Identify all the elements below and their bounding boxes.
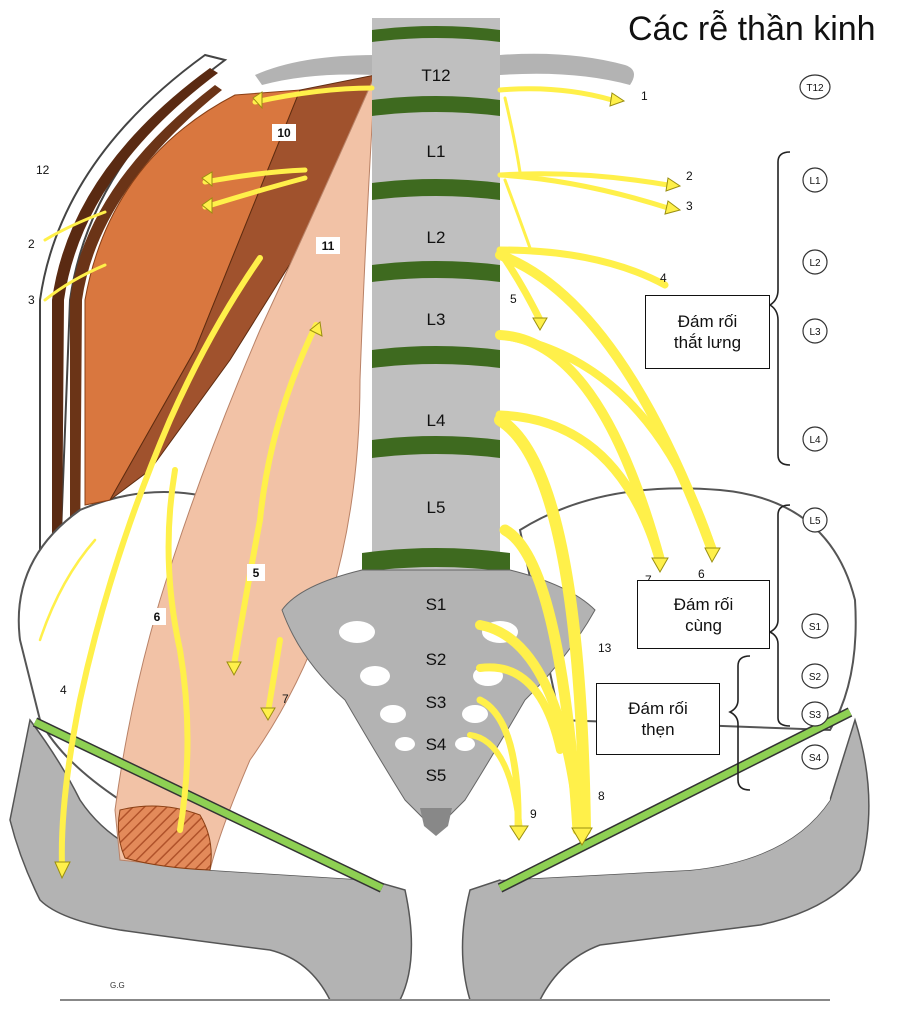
label-l1: L1 [427, 142, 446, 161]
svg-text:9: 9 [530, 807, 537, 821]
svg-text:L3: L3 [809, 327, 821, 338]
lumbar-plexus-line1: Đám rối [678, 311, 738, 332]
label-s3: S3 [426, 693, 447, 712]
label-s2: S2 [426, 650, 447, 669]
label-l3: L3 [427, 310, 446, 329]
svg-text:12: 12 [36, 163, 50, 177]
svg-text:S3: S3 [809, 710, 822, 721]
label-l2: L2 [427, 228, 446, 247]
signature-mark: G.G [110, 981, 125, 990]
svg-text:2: 2 [686, 169, 693, 183]
coccyx [420, 808, 452, 836]
svg-text:3: 3 [686, 199, 693, 213]
label-s1: S1 [426, 595, 447, 614]
svg-text:8: 8 [598, 789, 605, 803]
label-s4: S4 [426, 735, 447, 754]
svg-text:7: 7 [282, 692, 289, 706]
label-l4: L4 [427, 411, 446, 430]
sacral-plexus-line2: cùng [685, 615, 722, 636]
twelfth-rib-right [500, 54, 634, 85]
svg-text:S2: S2 [809, 672, 822, 683]
svg-text:T12: T12 [806, 83, 824, 94]
svg-text:3: 3 [28, 293, 35, 307]
svg-text:L2: L2 [809, 258, 821, 269]
svg-text:1: 1 [641, 89, 648, 103]
psoas-tendon-hatched [118, 806, 211, 870]
svg-text:L1: L1 [809, 176, 821, 187]
svg-text:L5: L5 [809, 516, 821, 527]
svg-text:4: 4 [60, 683, 67, 697]
pudendal-plexus-line1: Đám rối [628, 698, 688, 719]
svg-text:6: 6 [698, 567, 705, 581]
label-s5: S5 [426, 766, 447, 785]
svg-text:13: 13 [598, 641, 612, 655]
svg-text:4: 4 [660, 271, 667, 285]
svg-text:6: 6 [154, 610, 161, 624]
label-t12: T12 [421, 66, 450, 85]
vertebral-column [362, 18, 510, 578]
svg-text:10: 10 [277, 126, 291, 140]
lumbar-plexus-label: Đám rối thắt lưng [645, 295, 770, 369]
svg-text:S4: S4 [809, 753, 822, 764]
svg-text:2: 2 [28, 237, 35, 251]
svg-text:L4: L4 [809, 435, 821, 446]
pudendal-plexus-label: Đám rối thẹn [596, 683, 720, 755]
lumbar-plexus-line2: thắt lưng [674, 332, 741, 353]
sacral-plexus-line1: Đám rối [674, 594, 734, 615]
page-title: Các rễ thần kinh [628, 10, 876, 49]
svg-text:11: 11 [322, 239, 335, 253]
svg-text:5: 5 [510, 292, 517, 306]
svg-text:5: 5 [253, 566, 260, 580]
sacral-plexus-label: Đám rối cùng [637, 580, 770, 649]
svg-text:S1: S1 [809, 622, 822, 633]
pudendal-plexus-line2: thẹn [641, 719, 674, 740]
label-l5: L5 [427, 498, 446, 517]
